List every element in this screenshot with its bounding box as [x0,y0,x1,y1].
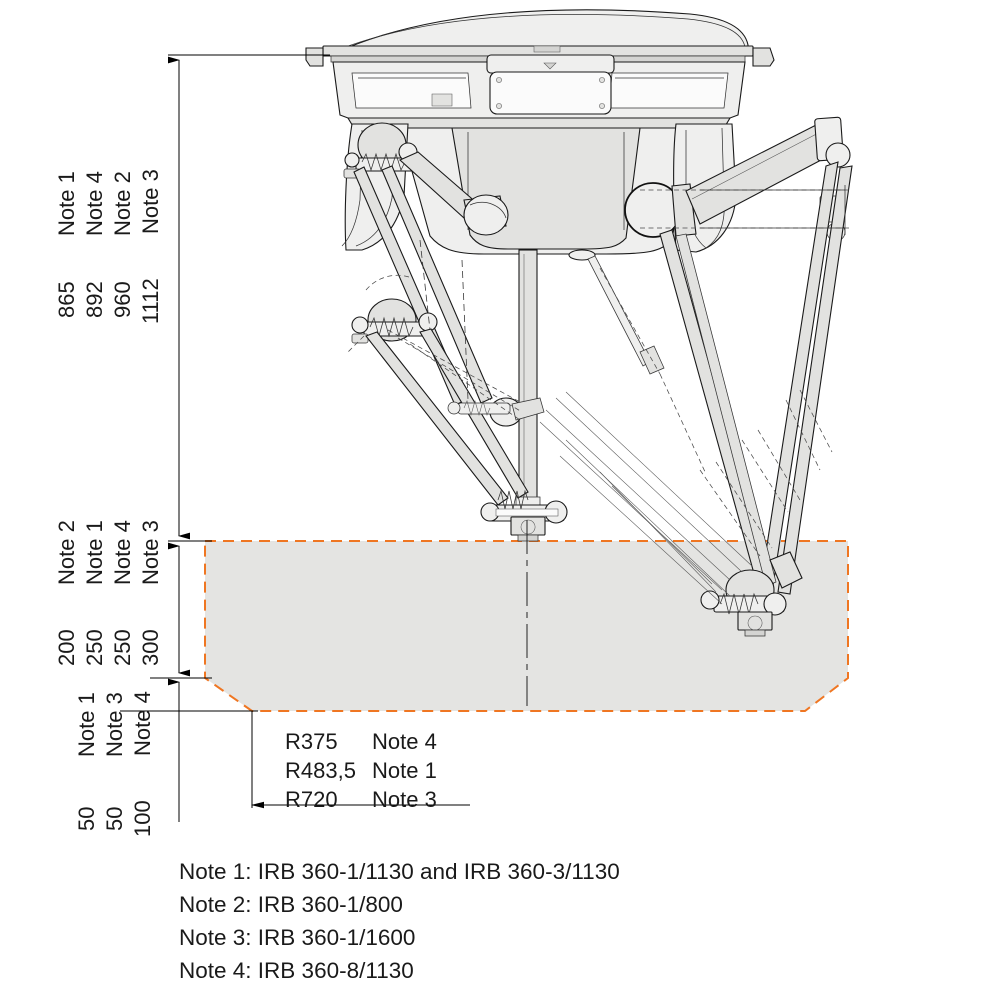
center-marker-triangle [543,62,557,70]
upper-dim-value-3: 1112 [138,278,163,324]
top-dome-cover [334,9,749,55]
secondary-linkage-socket [568,249,596,261]
swept-position-rays [539,391,753,605]
left-lower-elbow-link [511,397,545,421]
central-telescopic-shaft [515,249,541,518]
left-arm-hidden-edges [419,239,469,401]
left-elbow-rib [469,202,507,219]
tool-flange [510,516,546,536]
middle-dim-note-0: Note 2 [54,520,79,585]
left-shoulder-pivot-l [344,152,360,168]
flange-ear-left [305,47,324,67]
middle-dim-value-1: 250 [82,629,107,666]
right-upper-arm-highlight [691,128,827,200]
tool-mount-ring [517,534,539,542]
lower-dimension-labels: 50 Note 1 50 Note 3 100 Note 4 [74,691,155,837]
middle-dimension-labels: 200 Note 2 250 Note 1 250 Note 4 300 Not… [54,520,163,666]
legend-note-0: Note 1: IRB 360-1/1130 and IRB 360-3/113… [179,859,620,884]
secondary-rod-hidden [599,267,707,475]
right-arm-knuckle [825,142,851,168]
right-arm-assembly-upper [624,116,853,595]
left-mid-pivot-r [418,312,438,332]
upper-dim-value-1: 892 [82,281,107,318]
tool-plate-slot [495,508,559,517]
left-lower-elbow-spring [463,399,491,417]
upper-dim-value-0: 865 [54,281,79,318]
lower-right-ball [763,592,787,616]
lower-dim-value-1: 50 [102,807,127,831]
left-rod-b1 [365,331,509,506]
lower-right-tool-ring [744,629,766,637]
middle-dim-value-3: 300 [138,629,163,666]
nameplate-screw-bl [496,103,502,109]
lower-dim-value-2: 100 [130,800,155,837]
left-arm-assembly [343,122,545,506]
flange-ear-right [752,47,775,67]
nameplate-panel [489,71,612,115]
radius-dimension-labels: R375 Note 4 R483,5 Note 1 R720 Note 3 [285,729,437,812]
tool-plate-assembly-lower-right [700,551,803,637]
nameplate-screw-tl [496,77,502,83]
lower-right-axis-symbol [747,615,763,631]
left-rod-a2 [381,165,493,404]
left-shroud-rib1 [341,129,363,247]
radius-value-1: R483,5 [285,758,356,783]
right-rod-c2 [777,165,853,595]
left-lower-elbow [447,397,545,427]
left-arm-phantom-lines [347,275,523,421]
radius-note-0: Note 4 [372,729,437,754]
tool-axis-symbol [520,519,536,535]
lower-dim-value-0: 50 [74,807,99,831]
left-mid-joint [351,298,438,344]
left-port-detail [431,93,453,107]
lower-right-pivot-left [700,590,720,610]
lower-right-tool-flange [737,611,773,631]
middle-dim-value-0: 200 [54,629,79,666]
left-mid-clevis [351,333,369,344]
upper-dim-note-3: Note 3 [138,169,163,234]
lower-dim-note-0: Note 1 [74,692,99,757]
middle-dim-value-2: 250 [110,629,135,666]
legend-note-3: Note 4: IRB 360-8/1130 [179,958,414,983]
upper-dim-note-2: Note 2 [110,171,135,236]
middle-dim-note-2: Note 4 [110,520,135,585]
legend-note-2: Note 3: IRB 360-1/1600 [179,925,415,950]
left-mid-spring [369,316,414,338]
lower-right-link-block [769,551,803,589]
legend-notes: Note 1: IRB 360-1/1130 and IRB 360-3/113… [179,859,620,983]
top-latch [533,45,561,53]
upper-dim-note-1: Note 4 [82,171,107,236]
left-shoulder-spring [361,152,406,172]
radius-value-2: R720 [285,787,338,812]
nameplate-screw-br [599,103,605,109]
left-elbow-drum [463,194,509,236]
middle-dim-note-1: Note 1 [82,520,107,585]
nameplate-screw-tr [599,77,605,83]
upper-dim-value-2: 960 [110,281,135,318]
lower-dim-note-1: Note 3 [102,692,127,757]
upper-dimension-labels: 865 Note 1 892 Note 4 960 Note 2 1112 No… [54,169,163,324]
lower-dim-note-2: Note 4 [130,691,155,756]
tool-plate-assembly-upper [480,489,568,542]
dimension-lines [120,54,470,822]
secondary-linkage-right [568,249,707,475]
right-arm-projection-lines [700,189,845,229]
radius-note-2: Note 3 [372,787,437,812]
middle-dim-note-3: Note 3 [138,520,163,585]
left-lower-elbow-pivot [447,401,461,415]
right-rod-d2 [675,233,777,587]
radius-note-1: Note 1 [372,758,437,783]
swept-position-dashes [699,389,833,557]
dome-edge-highlight [339,14,746,50]
radius-value-0: R375 [285,729,338,754]
legend-note-1: Note 2: IRB 360-1/800 [179,892,403,917]
left-mid-pivot-l [351,316,369,334]
upper-dim-note-0: Note 1 [54,171,79,236]
shaft-tube [518,249,538,513]
